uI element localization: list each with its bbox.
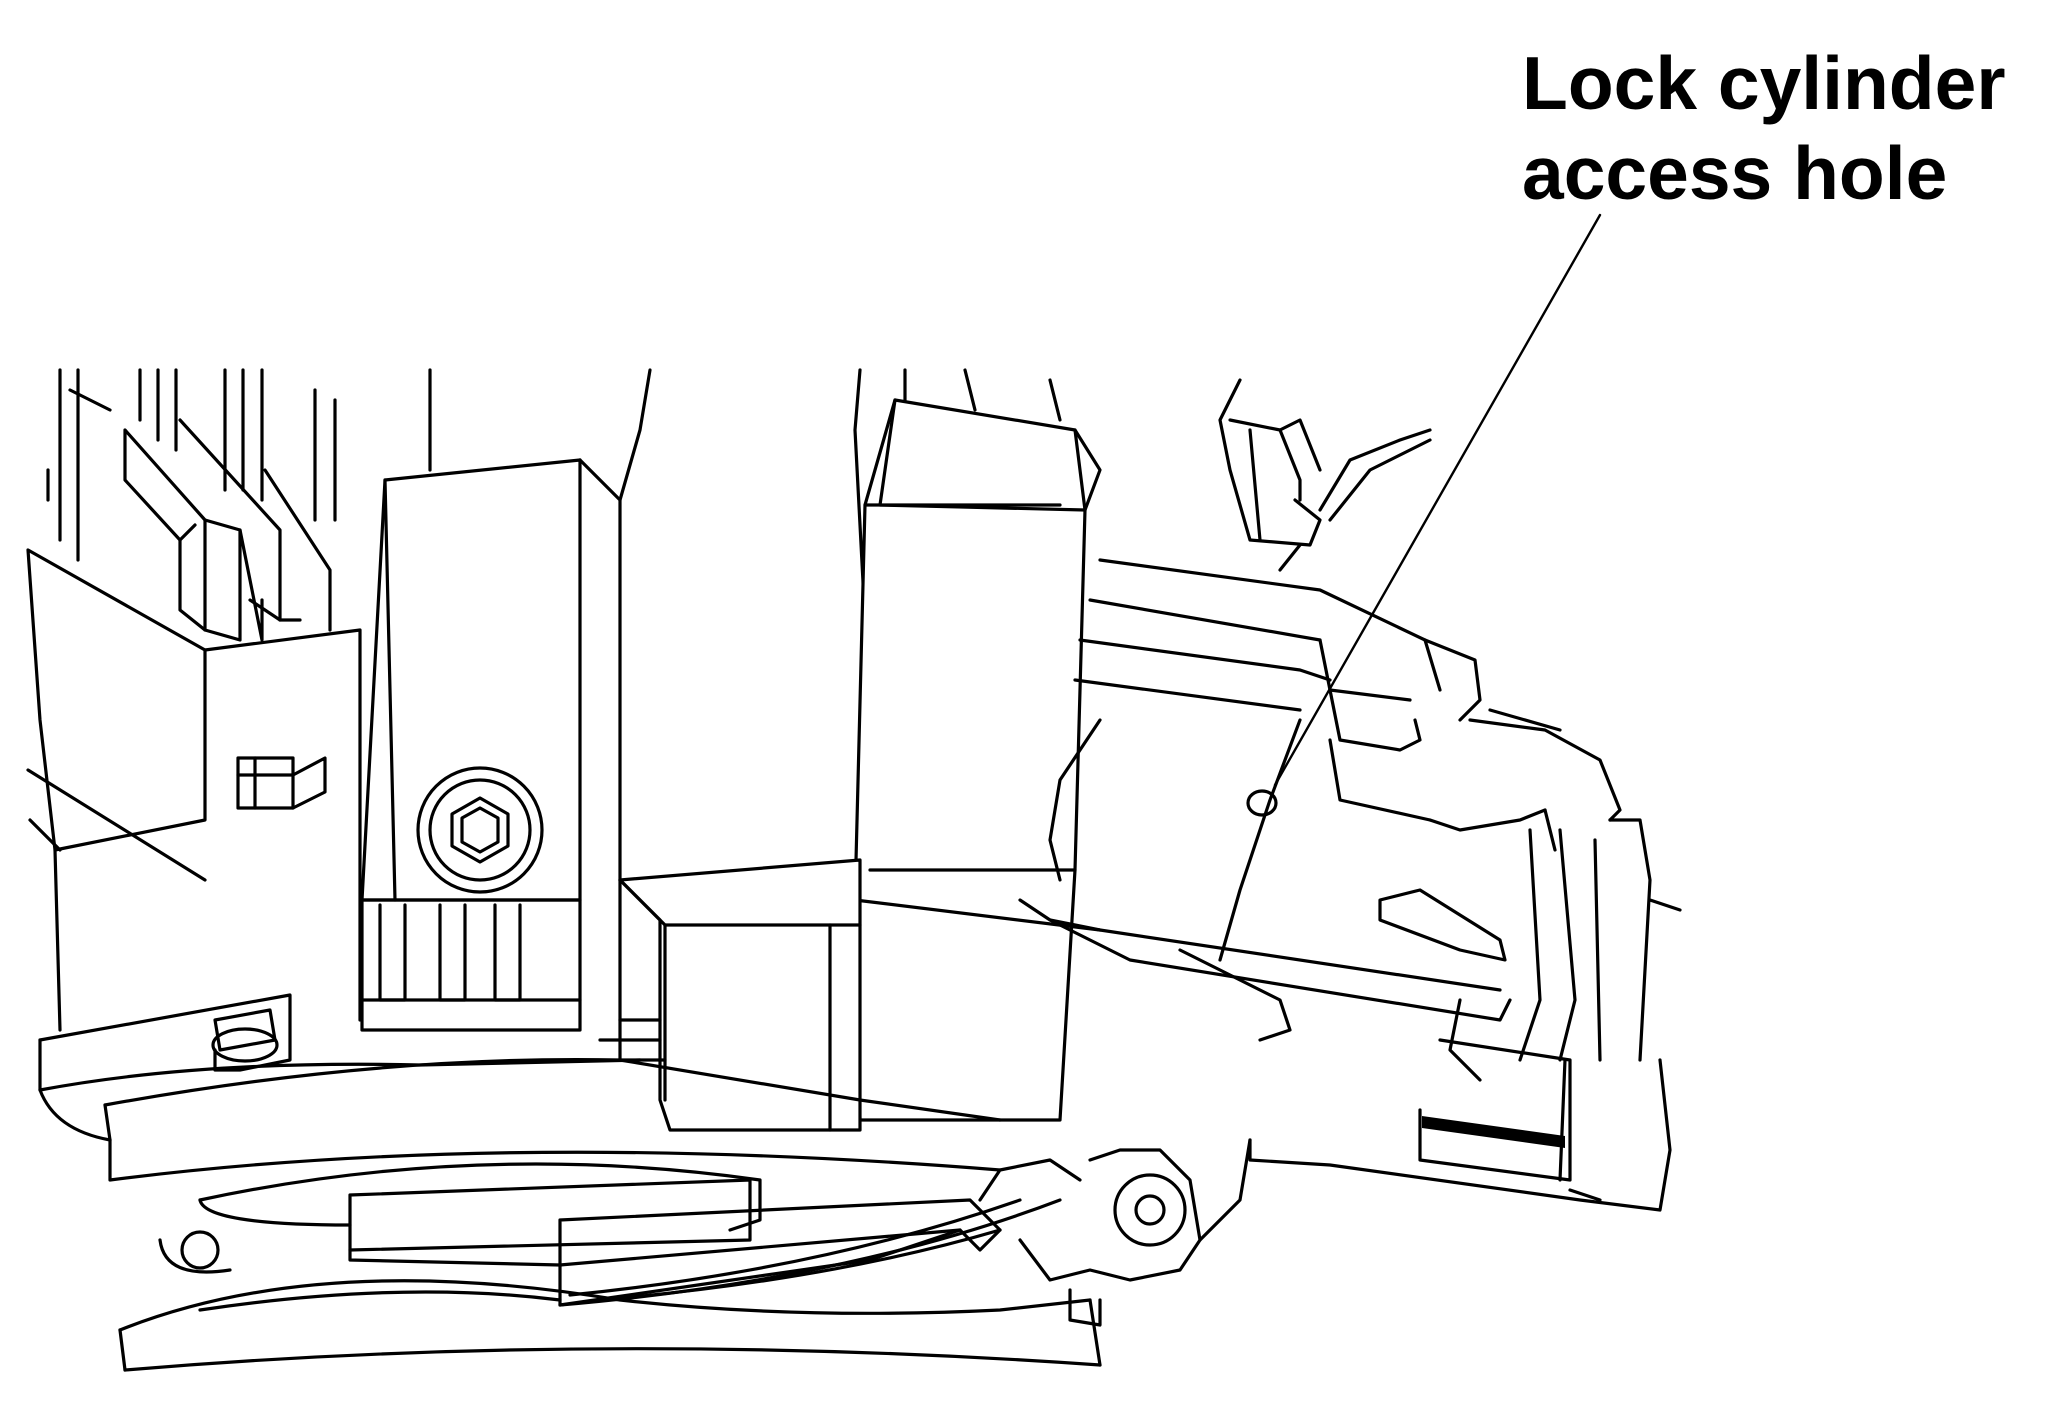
callout-label: Lock cylinder access hole <box>1522 38 2006 218</box>
right-terminal-block <box>1248 1038 1672 1212</box>
bottom-outer-ring <box>118 1279 1102 1372</box>
slotted-shaft <box>1018 818 1682 1082</box>
hex-socket-bolt-icon <box>416 766 544 894</box>
callout-line-1: Lock cylinder <box>1522 41 2006 125</box>
lower-switch-assembly <box>158 1158 1082 1307</box>
pivot-bracket <box>1018 1138 1252 1327</box>
top-bracket <box>1218 378 1432 572</box>
center-housing <box>853 398 1102 1122</box>
left-bracket-lines <box>46 368 432 562</box>
base-rings <box>38 993 1002 1182</box>
access-hole-icon <box>1246 789 1278 817</box>
callout-line-2: access hole <box>1522 131 1948 215</box>
left-fins <box>123 418 332 642</box>
left-plate <box>26 548 362 1032</box>
lower-left-details <box>213 1008 662 1052</box>
column-mount-block <box>360 458 622 1032</box>
callout-leader-line <box>1273 213 1602 787</box>
lower-block <box>618 858 862 1132</box>
lock-cylinder-housing <box>1048 558 1622 962</box>
